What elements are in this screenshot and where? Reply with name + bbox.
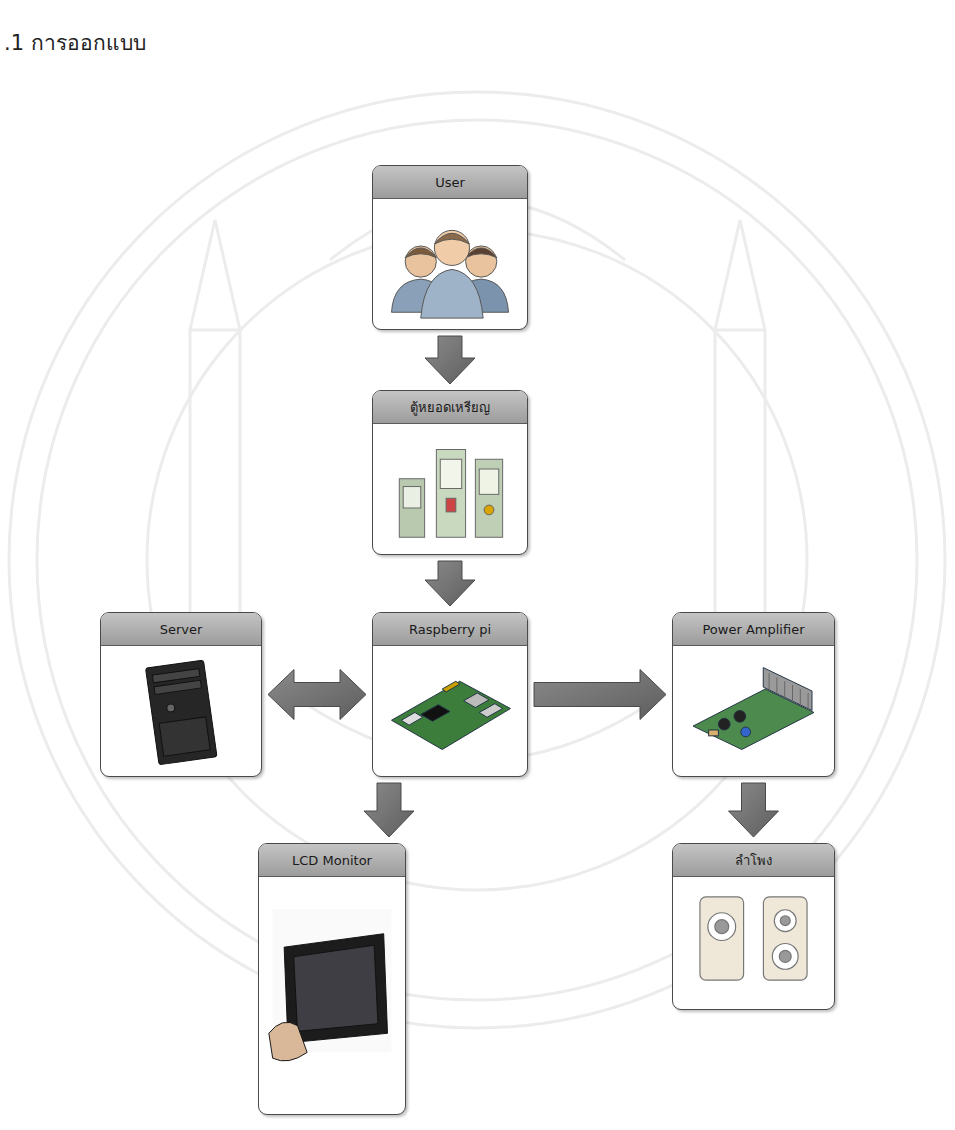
block-arrow <box>425 561 475 606</box>
component-picture <box>101 646 261 775</box>
box-header: Raspberry pi <box>373 613 527 646</box>
box-header: Server <box>101 613 261 646</box>
component-illustration <box>679 652 828 769</box>
component-box: LCD Monitor <box>258 843 406 1115</box>
component-label: Server <box>160 622 203 637</box>
seal-rings <box>9 92 945 1028</box>
block-arrow <box>268 670 366 720</box>
component-label: ตู้หยอดเหรียญ <box>410 397 490 418</box>
component-picture <box>259 877 405 1113</box>
component-label: LCD Monitor <box>292 853 372 868</box>
component-box: Raspberry pi <box>372 612 528 777</box>
box-header: LCD Monitor <box>259 844 405 877</box>
component-picture <box>373 199 527 328</box>
component-illustration <box>265 883 399 1107</box>
component-box: User <box>372 165 528 330</box>
block-arrow <box>364 783 414 837</box>
component-picture <box>673 646 834 775</box>
block-arrow <box>425 336 475 384</box>
component-picture <box>673 877 834 1008</box>
component-label: ลำโพง <box>735 850 772 871</box>
component-label: Power Amplifier <box>702 622 804 637</box>
box-header: ลำโพง <box>673 844 834 877</box>
block-arrow <box>729 783 779 837</box>
component-box: Power Amplifier <box>672 612 835 777</box>
box-header: Power Amplifier <box>673 613 834 646</box>
box-header: ตู้หยอดเหรียญ <box>373 391 527 424</box>
section-heading: .1 การออกแบบ <box>4 26 146 59</box>
box-header: User <box>373 166 527 199</box>
component-picture <box>373 424 527 553</box>
component-illustration <box>107 652 255 769</box>
component-label: User <box>435 175 465 190</box>
component-illustration <box>379 652 521 769</box>
component-box: ลำโพง <box>672 843 835 1010</box>
component-illustration <box>379 430 521 547</box>
component-illustration <box>379 205 521 322</box>
component-box: ตู้หยอดเหรียญ <box>372 390 528 555</box>
component-label: Raspberry pi <box>409 622 491 637</box>
component-box: Server <box>100 612 262 777</box>
component-picture <box>373 646 527 775</box>
block-arrow <box>534 670 666 720</box>
component-illustration <box>679 883 828 1002</box>
